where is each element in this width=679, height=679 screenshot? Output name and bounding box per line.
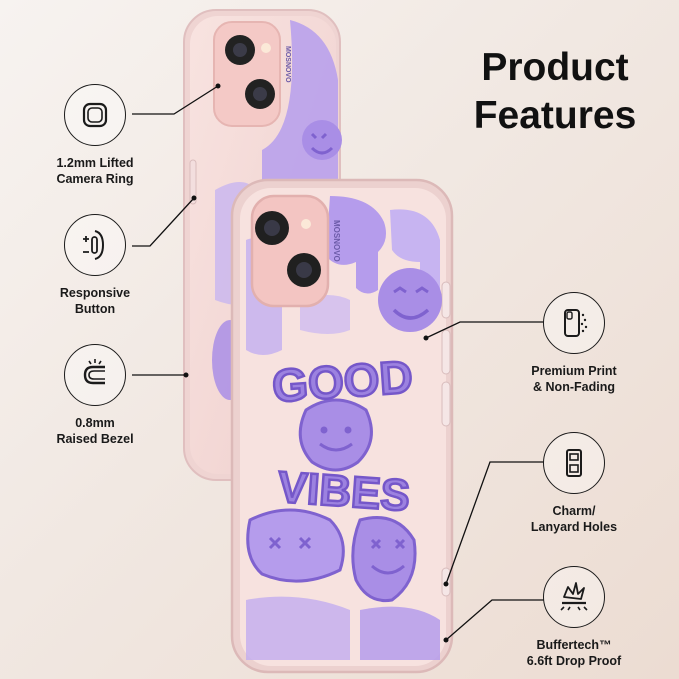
feature-drop-proof-line2: 6.6ft Drop Proof bbox=[526, 654, 622, 668]
premium-print-icon bbox=[543, 292, 605, 354]
raised-bezel-icon bbox=[64, 344, 126, 406]
drop-proof-icon bbox=[543, 566, 605, 628]
feature-drop-proof-line1: Buffertech™ bbox=[536, 638, 612, 652]
feature-premium-print-line2: & Non-Fading bbox=[533, 380, 615, 394]
product-features-title: Product Features bbox=[440, 44, 670, 140]
feature-lanyard-holes-line1: Charm/ bbox=[552, 504, 596, 518]
feature-lanyard-holes: Charm/ Lanyard Holes bbox=[518, 432, 630, 535]
feature-responsive-button: Responsive Button bbox=[40, 214, 150, 317]
feature-responsive-button-line1: Responsive bbox=[59, 286, 131, 300]
feature-camera-ring-line2: Camera Ring bbox=[56, 172, 134, 186]
art-word-vibes: VIBES bbox=[276, 463, 411, 521]
feature-premium-print-line1: Premium Print bbox=[531, 364, 617, 378]
front-brand-text: MOSNOVO bbox=[332, 220, 341, 262]
title-line-1: Product bbox=[481, 46, 629, 89]
feature-raised-bezel-line1: 0.8mm bbox=[75, 416, 115, 430]
title-line-2: Features bbox=[473, 94, 637, 137]
lanyard-holes-icon bbox=[543, 432, 605, 494]
feature-camera-ring-line1: 1.2mm Lifted bbox=[56, 156, 134, 170]
feature-raised-bezel: 0.8mm Raised Bezel bbox=[40, 344, 150, 447]
feature-lanyard-holes-line2: Lanyard Holes bbox=[530, 520, 618, 534]
front-phone: GOOD VIBES MOSNOVO bbox=[230, 178, 454, 674]
feature-raised-bezel-line2: Raised Bezel bbox=[56, 432, 134, 446]
feature-premium-print: Premium Print & Non-Fading bbox=[518, 292, 630, 395]
feature-responsive-button-line2: Button bbox=[74, 302, 116, 316]
camera-ring-icon bbox=[64, 84, 126, 146]
back-brand-text: MOSNOVO bbox=[284, 46, 291, 83]
feature-drop-proof: Buffertech™ 6.6ft Drop Proof bbox=[510, 566, 638, 669]
feature-camera-ring: 1.2mm Lifted Camera Ring bbox=[40, 84, 150, 187]
responsive-button-icon bbox=[64, 214, 126, 276]
art-word-good: GOOD bbox=[270, 350, 414, 412]
